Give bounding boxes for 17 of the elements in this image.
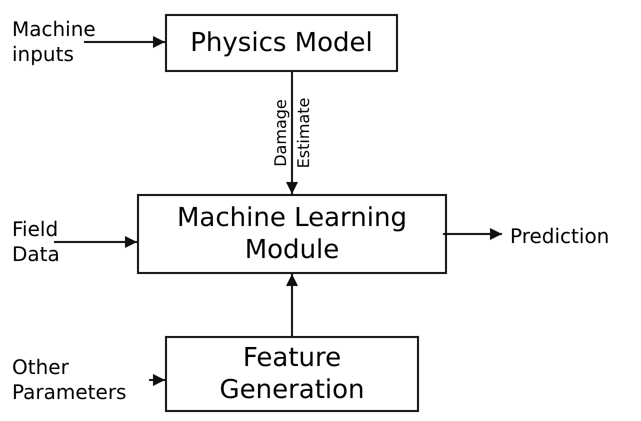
input-label: Prediction	[510, 224, 610, 248]
input-label: Machine inputs	[12, 17, 96, 67]
arrow	[286, 72, 298, 194]
process-box	[165, 14, 398, 72]
process-box	[137, 194, 447, 274]
process-box	[165, 336, 419, 412]
edge-label: Damage Estimate	[270, 96, 314, 170]
box-title: Machine Learning Module	[176, 202, 408, 266]
arrow	[84, 36, 165, 48]
input-label: Other Parameters	[12, 355, 128, 405]
arrow	[149, 374, 165, 386]
arrow	[443, 228, 502, 240]
box-title: Physics Model	[190, 26, 373, 60]
input-label: Field Data	[12, 217, 61, 267]
arrow	[286, 274, 298, 336]
box-title: Feature Generation	[218, 342, 366, 406]
arrow	[54, 236, 137, 248]
